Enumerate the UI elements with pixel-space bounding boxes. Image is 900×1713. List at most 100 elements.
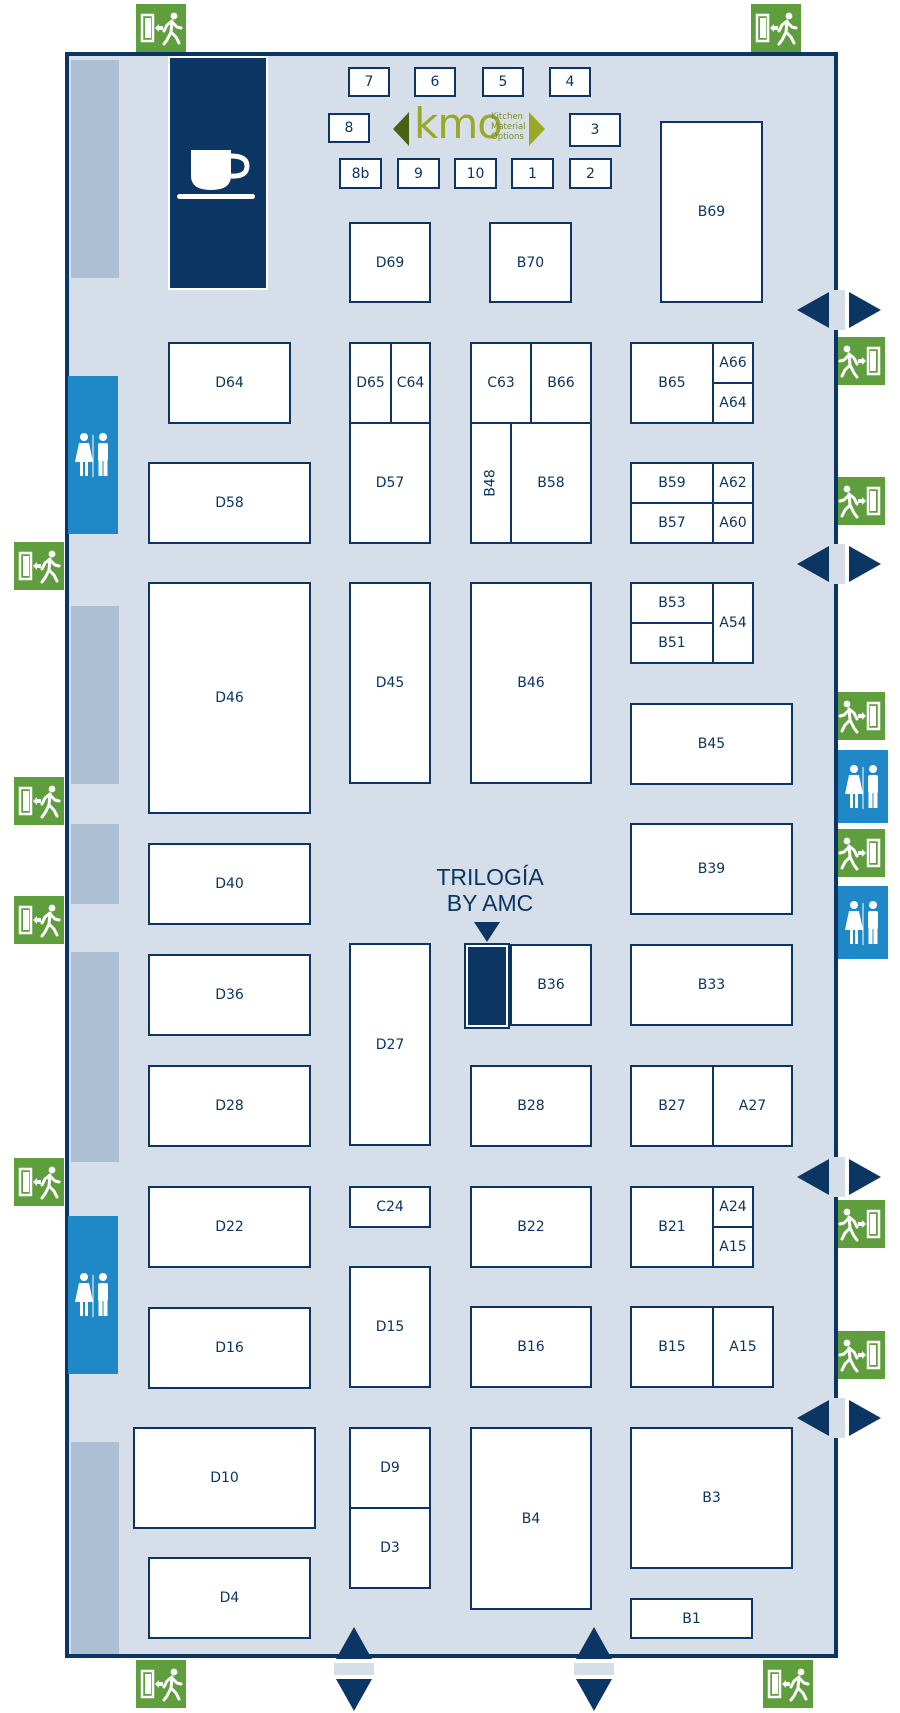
entrance-arrows-icon xyxy=(334,1627,374,1711)
booth-label: B33 xyxy=(697,977,726,993)
booth-D28[interactable]: D28 xyxy=(148,1065,311,1147)
restroom-figures-icon xyxy=(845,900,878,945)
booth-8[interactable]: 8 xyxy=(328,113,370,143)
booth-10[interactable]: 10 xyxy=(454,158,497,189)
booth-D69[interactable]: D69 xyxy=(349,222,431,303)
booth-B66[interactable]: B66 xyxy=(530,342,592,424)
booth-B53[interactable]: B53 xyxy=(630,582,714,624)
booth-A64[interactable]: A64 xyxy=(712,382,754,424)
booth-B21[interactable]: B21 xyxy=(630,1186,714,1268)
booth-A15[interactable]: A15 xyxy=(712,1226,754,1268)
booth-D57[interactable]: D57 xyxy=(349,422,431,544)
booth-A60[interactable]: A60 xyxy=(712,502,754,544)
booth-D46[interactable]: D46 xyxy=(148,582,311,814)
booth-D58[interactable]: D58 xyxy=(148,462,311,544)
booth-D10[interactable]: D10 xyxy=(133,1427,316,1529)
booth-B58[interactable]: B58 xyxy=(510,422,592,544)
booth-D4[interactable]: D4 xyxy=(148,1557,311,1639)
restroom-icon xyxy=(68,376,118,534)
booth-B57[interactable]: B57 xyxy=(630,502,714,544)
emergency-exit-icon xyxy=(835,1200,885,1248)
booth-label: B46 xyxy=(517,675,545,691)
booth-B39[interactable]: B39 xyxy=(630,823,793,915)
booth-C64[interactable]: C64 xyxy=(390,342,431,424)
booth-4[interactable]: 4 xyxy=(549,67,591,97)
booth-label: A27 xyxy=(738,1098,767,1114)
booth-label: 5 xyxy=(498,74,508,90)
cafe-area xyxy=(168,56,268,290)
booth-D36[interactable]: D36 xyxy=(148,954,311,1036)
booth-A24[interactable]: A24 xyxy=(712,1186,754,1228)
booth-B33[interactable]: B33 xyxy=(630,944,793,1026)
booth-label: 3 xyxy=(590,122,600,138)
booth-label: B36 xyxy=(537,977,565,993)
restroom-icon xyxy=(838,750,888,823)
booth-D27[interactable]: D27 xyxy=(349,943,431,1146)
booth-D45[interactable]: D45 xyxy=(349,582,431,784)
booth-B48[interactable]: B48 xyxy=(470,422,512,544)
booth-label: D57 xyxy=(375,475,405,491)
booth-B46[interactable]: B46 xyxy=(470,582,592,784)
booth-D40[interactable]: D40 xyxy=(148,843,311,925)
booth-B16[interactable]: B16 xyxy=(470,1306,592,1388)
booth-6[interactable]: 6 xyxy=(414,67,456,97)
booth-D9[interactable]: D9 xyxy=(349,1427,431,1509)
running-figure-icon xyxy=(767,1668,810,1702)
highlight-label: TRILOGÍA BY AMC xyxy=(410,864,570,916)
booth-D16[interactable]: D16 xyxy=(148,1307,311,1389)
booth-1[interactable]: 1 xyxy=(511,158,554,189)
booth-B45[interactable]: B45 xyxy=(630,703,793,785)
booth-label: D45 xyxy=(375,675,405,691)
booth-B22[interactable]: B22 xyxy=(470,1186,592,1268)
booth-label: B21 xyxy=(658,1219,686,1235)
booth-A54[interactable]: A54 xyxy=(712,582,754,664)
booth-label: D15 xyxy=(375,1319,405,1335)
booth-A66[interactable]: A66 xyxy=(712,342,754,384)
booth-A27[interactable]: A27 xyxy=(712,1065,793,1147)
kmo-logo: kmo Kitchen Material Options xyxy=(393,102,545,150)
entrance-arrows-icon xyxy=(797,290,881,330)
booth-B27[interactable]: B27 xyxy=(630,1065,714,1147)
booth-label: 10 xyxy=(466,165,485,182)
booth-C24[interactable]: C24 xyxy=(349,1186,431,1228)
booth-label: B51 xyxy=(658,635,686,651)
booth-B28[interactable]: B28 xyxy=(470,1065,592,1147)
booth-D22[interactable]: D22 xyxy=(148,1186,311,1268)
booth-D64[interactable]: D64 xyxy=(168,342,291,424)
booth-D65[interactable]: D65 xyxy=(349,342,392,424)
booth-trilogia-highlight[interactable] xyxy=(464,943,510,1029)
booth-8b[interactable]: 8b xyxy=(339,158,382,189)
booth-B69[interactable]: B69 xyxy=(660,121,763,303)
booth-7[interactable]: 7 xyxy=(348,67,390,97)
booth-A15[interactable]: A15 xyxy=(712,1306,774,1388)
booth-label: D58 xyxy=(215,495,244,511)
booth-9[interactable]: 9 xyxy=(397,158,440,189)
booth-B70[interactable]: B70 xyxy=(489,222,572,303)
logo-arrow-right-icon xyxy=(529,112,545,146)
booth-label: B16 xyxy=(517,1339,545,1355)
booth-label: D64 xyxy=(215,375,244,391)
booth-A62[interactable]: A62 xyxy=(712,462,754,504)
booth-B51[interactable]: B51 xyxy=(630,622,714,664)
running-figure-icon xyxy=(838,837,881,871)
entrance-arrows-icon xyxy=(797,1398,881,1438)
booth-B15[interactable]: B15 xyxy=(630,1306,714,1388)
booth-5[interactable]: 5 xyxy=(482,67,524,97)
booth-D15[interactable]: D15 xyxy=(349,1266,431,1388)
booth-B36[interactable]: B36 xyxy=(510,944,592,1026)
booth-B3[interactable]: B3 xyxy=(630,1427,793,1569)
booth-B59[interactable]: B59 xyxy=(630,462,714,504)
running-figure-icon xyxy=(838,485,881,519)
booth-C63[interactable]: C63 xyxy=(470,342,532,424)
booth-D3[interactable]: D3 xyxy=(349,1507,431,1589)
running-figure-icon xyxy=(18,1166,61,1200)
running-figure-icon xyxy=(18,785,61,819)
booth-B4[interactable]: B4 xyxy=(470,1427,592,1610)
booth-label: A60 xyxy=(719,515,747,531)
booth-B1[interactable]: B1 xyxy=(630,1598,753,1639)
highlight-label-line: BY AMC xyxy=(446,890,534,916)
booth-B65[interactable]: B65 xyxy=(630,342,714,424)
booth-3[interactable]: 3 xyxy=(569,113,621,147)
running-figure-icon xyxy=(838,700,881,734)
booth-2[interactable]: 2 xyxy=(569,158,612,189)
